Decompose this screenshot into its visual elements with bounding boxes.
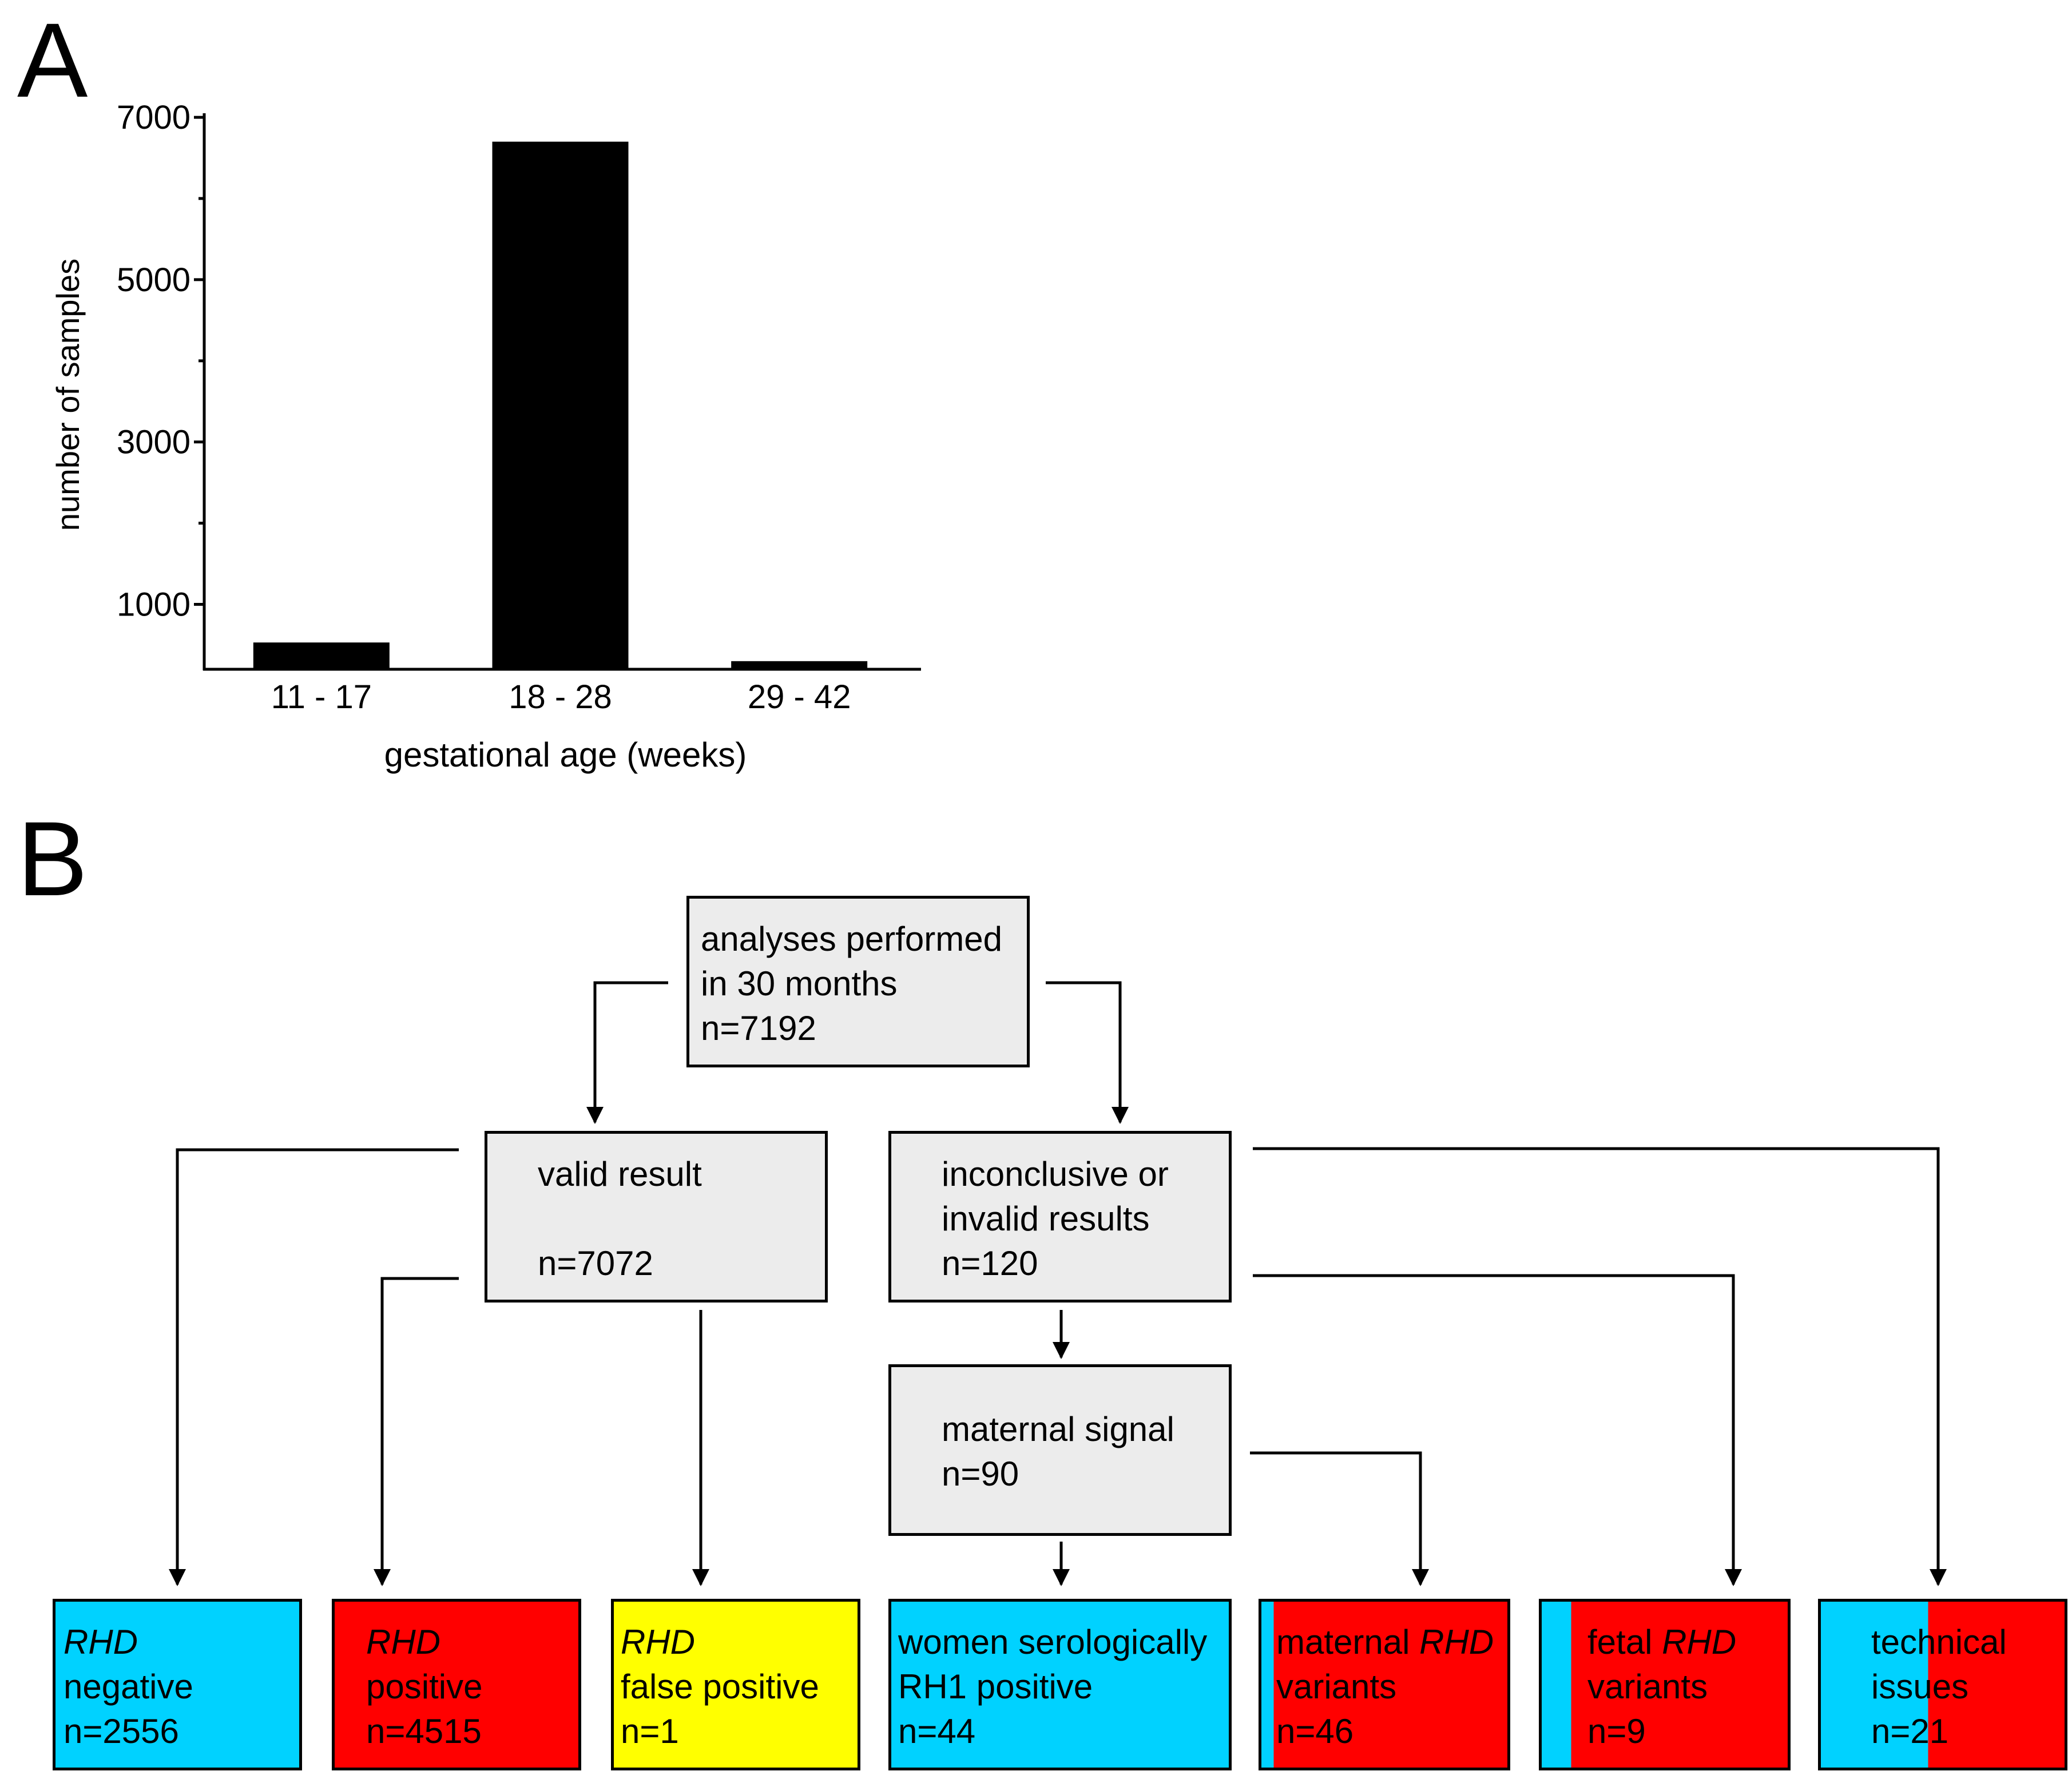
box-text: n=7192: [701, 1009, 816, 1047]
connector-valid-to-positive: [374, 1277, 459, 1586]
box-text: inconclusive or: [942, 1155, 1169, 1193]
box-serological: women serologically RH1 positive n=44: [888, 1599, 1232, 1770]
box-rhd-positive: RHD positive n=4515: [332, 1599, 581, 1770]
box-text: women serologically: [898, 1623, 1208, 1661]
box-text: n=21: [1871, 1712, 1949, 1750]
box-text: RHD: [1662, 1623, 1737, 1661]
box-text: n=90: [942, 1455, 1019, 1493]
y-tick-label: 5000: [117, 261, 190, 299]
box-maternal-signal: maternal signal n=90: [888, 1364, 1232, 1536]
connector-valid-to-negative: [169, 1148, 459, 1586]
box-rhd-negative: RHD negative n=2556: [53, 1599, 302, 1770]
box-text: n=44: [898, 1712, 976, 1750]
box-text: n=2556: [63, 1712, 179, 1750]
connector-inconclusive-to-fetal-variants: [1253, 1274, 1742, 1586]
chart-bars: [253, 141, 868, 669]
bar: [731, 661, 868, 669]
y-tick-label: 1000: [117, 586, 190, 623]
box-text: negative: [63, 1667, 193, 1706]
box-text: fetal RHD: [1587, 1620, 1788, 1665]
panel-label-b: B: [17, 800, 88, 918]
box-text: RHD: [1419, 1623, 1494, 1661]
bar: [492, 141, 629, 669]
box-text: RHD: [621, 1623, 695, 1661]
x-tick-label: 11 - 17: [271, 678, 372, 716]
box-text: invalid results: [942, 1200, 1150, 1238]
box-text: in 30 months: [701, 964, 898, 1003]
y-tick-label: 7000: [117, 99, 190, 136]
connector-maternal-signal-to-maternal-variants: [1250, 1451, 1429, 1586]
box-technical-issues: technical issues n=21: [1818, 1599, 2067, 1770]
box-false-positive: RHD false positive n=1: [611, 1599, 860, 1770]
x-tick-label: 18 - 28: [509, 678, 612, 716]
box-text: fetal: [1587, 1623, 1662, 1661]
box-text: positive: [366, 1667, 483, 1706]
y-axis-title: number of samples: [50, 259, 86, 531]
box-maternal-variants: maternal RHD variants n=46: [1259, 1599, 1510, 1770]
y-tick-label: 3000: [117, 424, 190, 461]
box-valid-result: valid result n=7072: [485, 1131, 828, 1303]
box-fetal-variants: fetal RHD variants n=9: [1539, 1599, 1791, 1770]
box-text: variants: [1276, 1667, 1397, 1706]
box-text: n=7072: [538, 1244, 653, 1282]
box-text: RH1 positive: [898, 1667, 1093, 1706]
x-axis-title: gestational age (weeks): [384, 736, 747, 774]
x-tick-label: 29 - 42: [748, 678, 851, 716]
box-text: analyses performed: [701, 920, 1002, 958]
connector-top-to-inconclusive: [1046, 981, 1129, 1124]
box-text: false positive: [621, 1667, 819, 1706]
box-text: maternal: [1276, 1623, 1420, 1661]
box-text: valid result: [538, 1155, 702, 1193]
box-text: maternal RHD: [1276, 1620, 1507, 1665]
box-text: n=1: [621, 1712, 679, 1750]
panel-label-a: A: [17, 2, 88, 120]
box-text: n=4515: [366, 1712, 482, 1750]
box-text: n=9: [1587, 1712, 1646, 1750]
box-text: issues: [1871, 1667, 1969, 1706]
bar: [253, 642, 390, 669]
box-text: maternal signal: [942, 1410, 1174, 1448]
bar-chart: 1000 3000 5000 7000 11 - 17 18 - 28 29 - 42ges…: [50, 99, 921, 774]
box-text: RHD: [366, 1623, 440, 1661]
box-analyses-performed: analyses performed in 30 months n=7192: [686, 896, 1030, 1067]
connector-top-to-valid: [586, 981, 668, 1124]
connector-inconclusive-to-technical: [1253, 1147, 1947, 1586]
box-text: technical: [1871, 1623, 2007, 1661]
box-text: RHD: [63, 1623, 138, 1661]
chart-labels: 1000 3000 5000 7000 11 - 17 18 - 28 29 - 42ges…: [50, 99, 851, 774]
box-inconclusive: inconclusive or invalid results n=120: [888, 1131, 1232, 1303]
box-text: n=120: [942, 1244, 1038, 1282]
box-text: [538, 1197, 825, 1241]
box-text: n=46: [1276, 1712, 1354, 1750]
box-text: variants: [1587, 1667, 1708, 1706]
